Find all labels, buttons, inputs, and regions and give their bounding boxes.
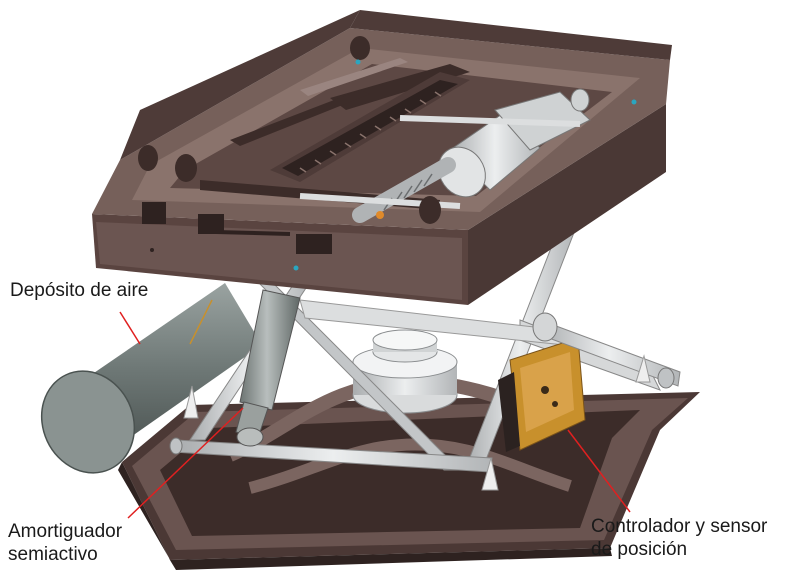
controller-sensor	[498, 337, 586, 452]
controller-label-line1: Controlador y sensor	[591, 516, 768, 537]
frame-cross-rods	[138, 36, 590, 224]
semi-active-damper	[235, 289, 301, 447]
callout-leaders	[119, 311, 631, 519]
controller-label-line2: de posición	[591, 539, 688, 560]
air-tank-label-text: Depósito de aire	[10, 280, 149, 301]
damper-label-line1: Amortiguador	[8, 521, 123, 542]
air-tank	[40, 283, 262, 474]
leader-air-tank	[119, 311, 141, 345]
slide-rail	[270, 72, 470, 182]
air-tank-label: Depósito de aire	[10, 279, 148, 302]
front-fittings	[142, 59, 637, 271]
controller-label: Controlador y sensor de posición	[591, 515, 767, 561]
leader-damper	[127, 407, 244, 519]
damper-label-line2: semiactivo	[8, 544, 98, 565]
leader-controller	[567, 429, 631, 513]
damper-label: Amortiguador semiactivo	[8, 520, 122, 566]
center-bearing	[352, 329, 458, 414]
bumper-cones	[183, 354, 651, 491]
